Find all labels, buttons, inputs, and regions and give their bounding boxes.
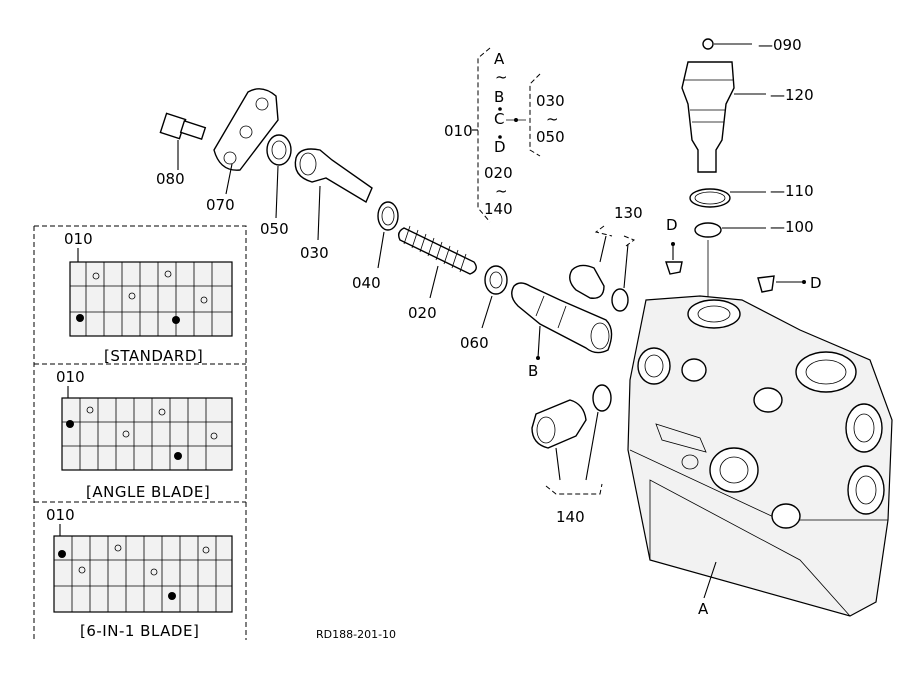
- label-090: —090: [758, 36, 802, 54]
- inset-angle-blade: 010 [ANGLE BLADE]: [56, 368, 233, 501]
- label-d-top: D: [666, 216, 678, 234]
- part-130-plug: 130: [569, 204, 643, 312]
- inset-panel: 010 [STANDARD] 010: [33, 225, 247, 640]
- label-140: 140: [556, 508, 585, 526]
- inset-6in1-callout: 010: [46, 506, 75, 524]
- part-140-plug: 140: [531, 384, 612, 526]
- inset-angle-callout: 010: [56, 368, 85, 386]
- part-020-spring: 020: [397, 225, 477, 322]
- valve-stack-6in1: [53, 535, 233, 613]
- bracket-d: D: [494, 138, 506, 156]
- bracket-b: B: [494, 88, 504, 106]
- label-120: —120: [770, 86, 814, 104]
- inset-standard-callout: 010: [64, 230, 93, 248]
- part-070-plate: 070: [206, 88, 279, 214]
- label-110: —110: [770, 182, 814, 200]
- valve-stack-angle: [61, 397, 233, 471]
- bracket-range-end: 140: [484, 200, 513, 218]
- label-a: A: [698, 600, 709, 618]
- part-080-bolt: 080: [156, 112, 207, 188]
- part-d-screws: D D: [665, 216, 822, 293]
- bracket-tilde-3: ~: [546, 110, 559, 128]
- bracket-a: A: [494, 50, 505, 68]
- inset-standard: 010 [STANDARD]: [64, 230, 233, 365]
- drawing-code: RD188-201-10: [316, 628, 396, 641]
- bracket-sub-start: 030: [536, 92, 565, 110]
- part-030-retainer: 030: [294, 148, 373, 262]
- label-060: 060: [460, 334, 489, 352]
- inset-angle-caption: [ANGLE BLADE]: [86, 483, 210, 501]
- label-070: 070: [206, 196, 235, 214]
- part-060-washer: 060: [460, 265, 508, 352]
- label-100: —100: [770, 218, 814, 236]
- label-040: 040: [352, 274, 381, 292]
- part-040-oring: 040: [352, 201, 399, 292]
- bracket-tilde-1: ~: [495, 68, 508, 86]
- bracket-c: C: [494, 110, 504, 128]
- label-b: B: [528, 362, 538, 380]
- inset-6in1-caption: [6-IN-1 BLADE]: [80, 622, 199, 640]
- bracket-tilde-2: ~: [495, 182, 508, 200]
- label-010: 010: [444, 122, 473, 140]
- inset-6in1-blade: 010 [6-IN-1 BLADE]: [46, 506, 233, 640]
- valve-stack-standard: [69, 261, 233, 337]
- part-spool-b: B: [511, 282, 613, 380]
- part-valve-body-a: A: [627, 295, 893, 618]
- label-130: 130: [614, 204, 643, 222]
- bracket-sub-end: 050: [536, 128, 565, 146]
- label-020: 020: [408, 304, 437, 322]
- bracket-range-start: 020: [484, 164, 513, 182]
- label-080: 080: [156, 170, 185, 188]
- inset-standard-caption: [STANDARD]: [104, 347, 203, 365]
- assembly-bracket-010: 010 A ~ B C D 020 ~ 140 030 ~ 050: [444, 47, 565, 223]
- label-030: 030: [300, 244, 329, 262]
- label-050: 050: [260, 220, 289, 238]
- part-050-washer: 050: [260, 134, 292, 238]
- label-d-right: D: [810, 274, 822, 292]
- part-120-relief-valve: —090 —120 —110 —100: [681, 36, 814, 314]
